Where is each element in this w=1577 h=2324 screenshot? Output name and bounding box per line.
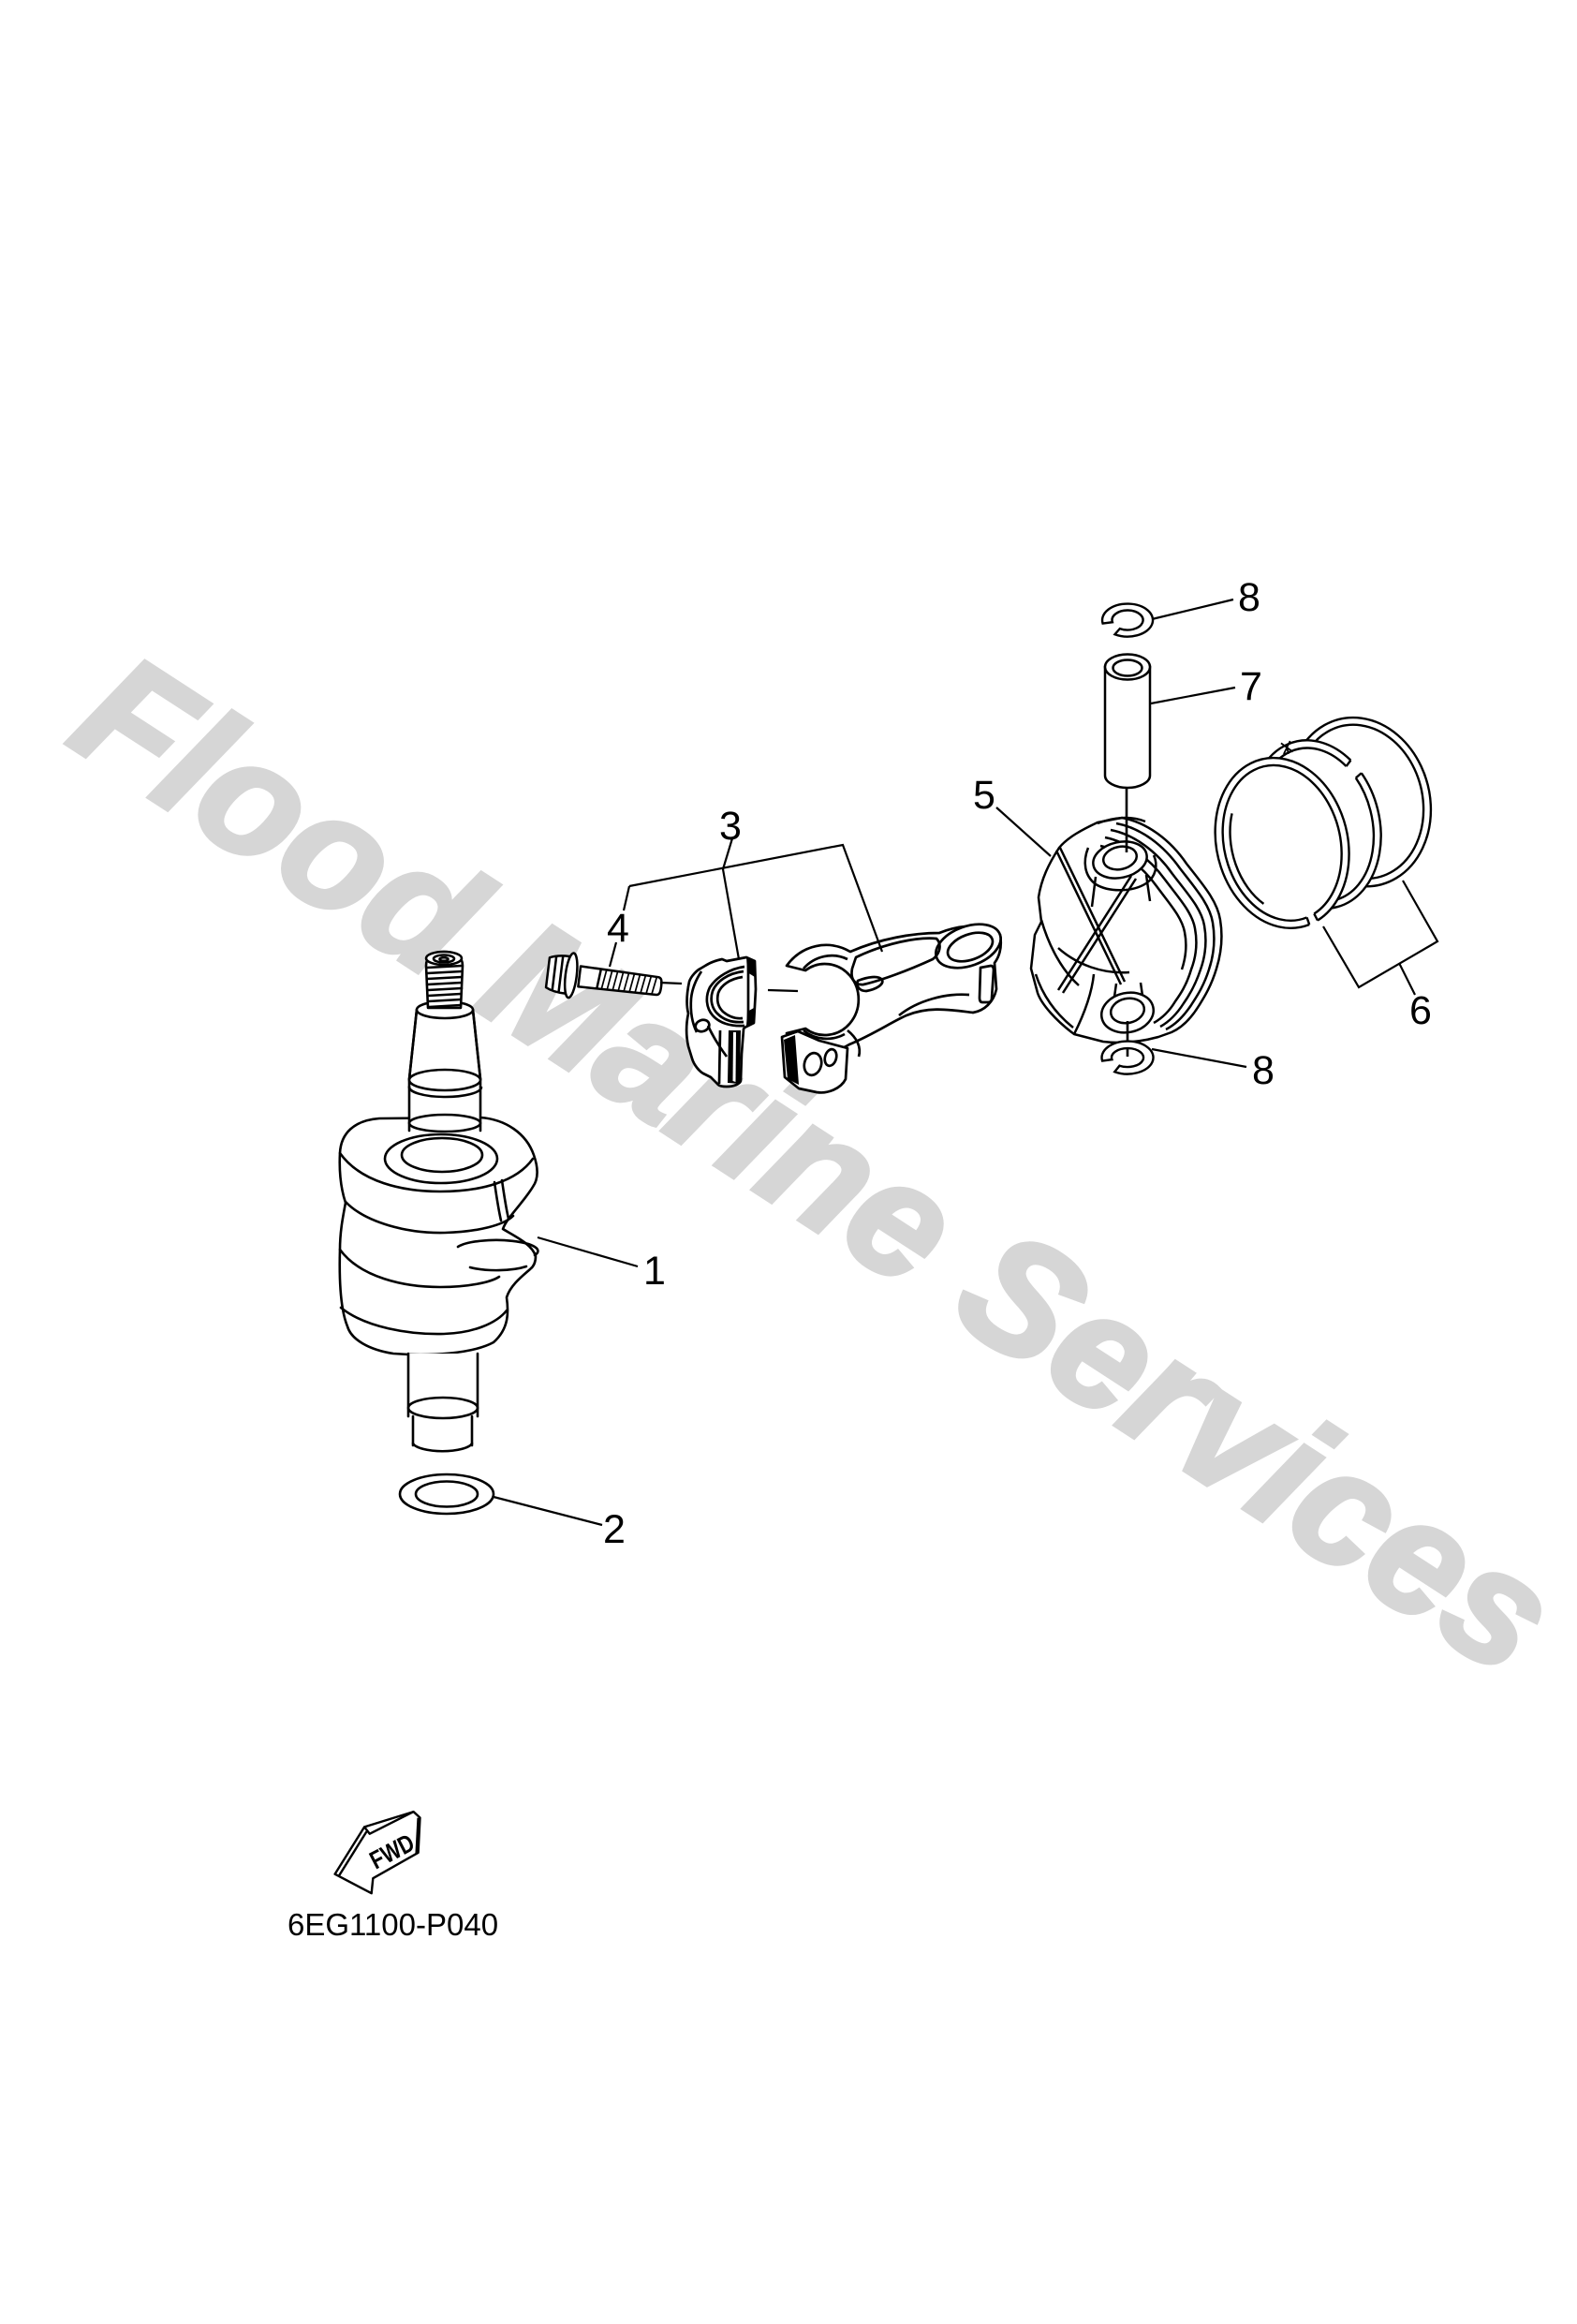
svg-text:7: 7 (1240, 664, 1262, 709)
svg-text:8: 8 (1252, 1048, 1275, 1093)
svg-text:4: 4 (607, 906, 629, 951)
svg-text:2: 2 (603, 1507, 626, 1552)
svg-text:5: 5 (973, 773, 995, 818)
svg-text:1: 1 (643, 1249, 666, 1294)
svg-text:3: 3 (719, 804, 742, 849)
svg-text:6EG1100-P040: 6EG1100-P040 (287, 1907, 498, 1942)
svg-text:6: 6 (1409, 988, 1432, 1033)
svg-text:8: 8 (1238, 575, 1260, 620)
